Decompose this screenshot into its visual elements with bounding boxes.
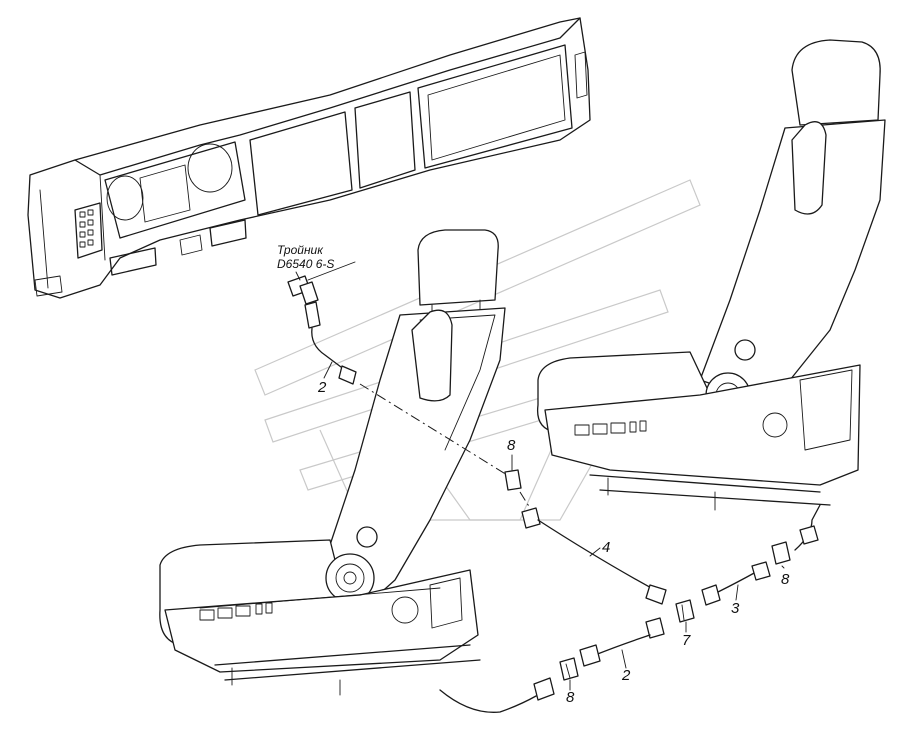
callout-tube-2-lower: 2 — [621, 667, 631, 684]
dashboard-panel — [27, 17, 591, 299]
tee-note: Тройник D6540 6-S — [277, 243, 334, 281]
tee-note-line2: D6540 6-S — [277, 257, 334, 271]
callout-fitting-8-right: 8 — [781, 571, 790, 588]
driver-seat — [159, 229, 506, 696]
callout-tube-3: 3 — [731, 600, 740, 617]
pneumatic-lines — [287, 261, 821, 713]
callout-fitting-8-lower: 8 — [566, 689, 575, 706]
callout-fitting-8-upper: 8 — [507, 437, 516, 454]
callout-tube-4: 4 — [602, 539, 610, 556]
passenger-seat — [536, 39, 886, 511]
callout-tube-2-upper: 2 — [317, 379, 327, 396]
callout-coupling-7: 7 — [682, 632, 691, 649]
tee-fitting — [287, 261, 356, 329]
tee-note-line1: Тройник — [277, 243, 324, 257]
callout-labels: 2 8 4 3 8 7 2 8 — [317, 361, 790, 706]
